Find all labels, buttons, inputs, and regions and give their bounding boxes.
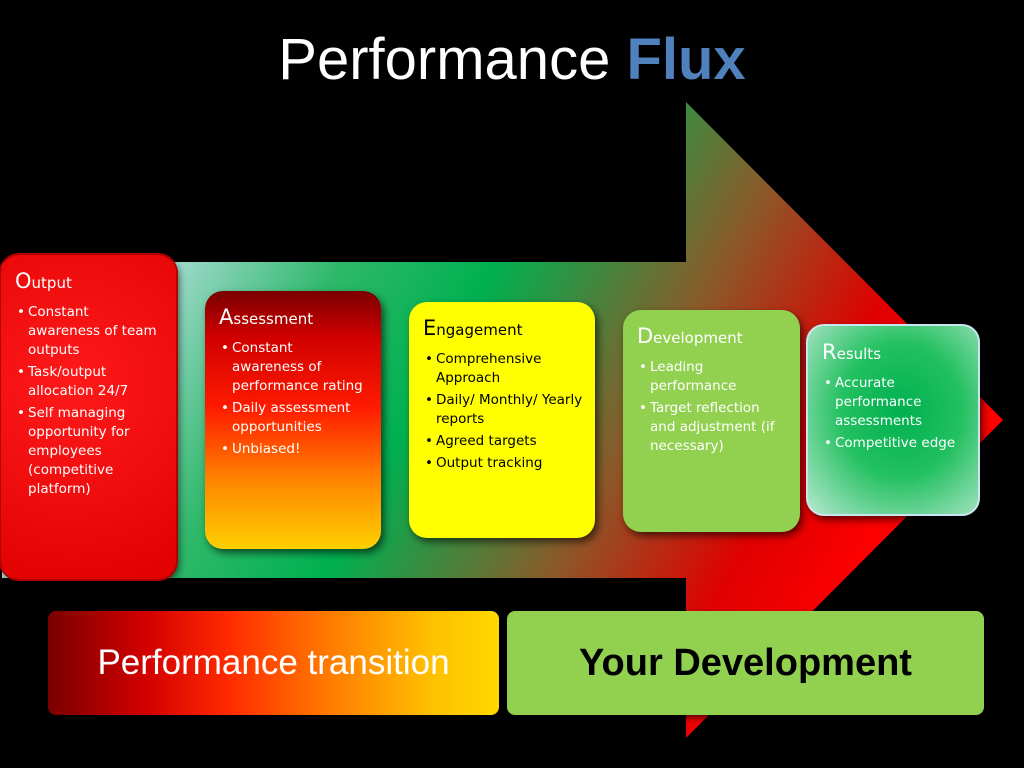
card-results-heading: Results	[822, 340, 882, 364]
bullet-item: Leading performance	[637, 358, 788, 396]
bullet-item: Constant awareness of team outputs	[15, 303, 164, 360]
bullet-item: Agreed targets	[423, 432, 583, 451]
card-assessment: Assessment Constant awareness of perform…	[205, 291, 381, 549]
bullet-item: Competitive edge	[822, 434, 966, 453]
banner-performance-transition: Performance transition	[48, 611, 499, 715]
title-main: Performance	[278, 27, 611, 92]
card-assessment-bullets: Constant awareness of performance rating…	[219, 339, 369, 459]
bullet-item: Constant awareness of performance rating	[219, 339, 369, 396]
bullet-item: Unbiased!	[219, 440, 369, 459]
banner-your-development: Your Development	[507, 611, 984, 715]
bullet-item: Daily assessment opportunities	[219, 399, 369, 437]
bullet-item: Task/output allocation 24/7	[15, 363, 164, 401]
card-engagement: Engagement Comprehensive Approach Daily/…	[409, 302, 595, 538]
card-output-bullets: Constant awareness of team outputs Task/…	[15, 303, 164, 499]
card-results-bullets: Accurate performance assessments Competi…	[822, 374, 966, 453]
card-output-heading: Output	[15, 269, 72, 293]
bullet-item: Accurate performance assessments	[822, 374, 966, 431]
title-accent: Flux	[626, 27, 746, 92]
bullet-item: Comprehensive Approach	[423, 350, 583, 388]
bullet-item: Target reflection and adjustment (if nec…	[637, 399, 788, 456]
card-development: Development Leading performance Target r…	[623, 310, 800, 532]
page-title: Performance Flux	[0, 24, 1024, 96]
bullet-item: Self managing opportunity for employees …	[15, 404, 164, 499]
card-development-heading: Development	[637, 324, 743, 348]
card-engagement-heading: Engagement	[423, 316, 523, 340]
bullet-item: Daily/ Monthly/ Yearly reports	[423, 391, 583, 429]
card-development-bullets: Leading performance Target reflection an…	[637, 358, 788, 456]
card-results: Results Accurate performance assessments…	[806, 324, 980, 516]
card-engagement-bullets: Comprehensive Approach Daily/ Monthly/ Y…	[423, 350, 583, 473]
card-output: Output Constant awareness of team output…	[1, 255, 176, 579]
bullet-item: Output tracking	[423, 454, 583, 473]
card-assessment-heading: Assessment	[219, 305, 314, 329]
